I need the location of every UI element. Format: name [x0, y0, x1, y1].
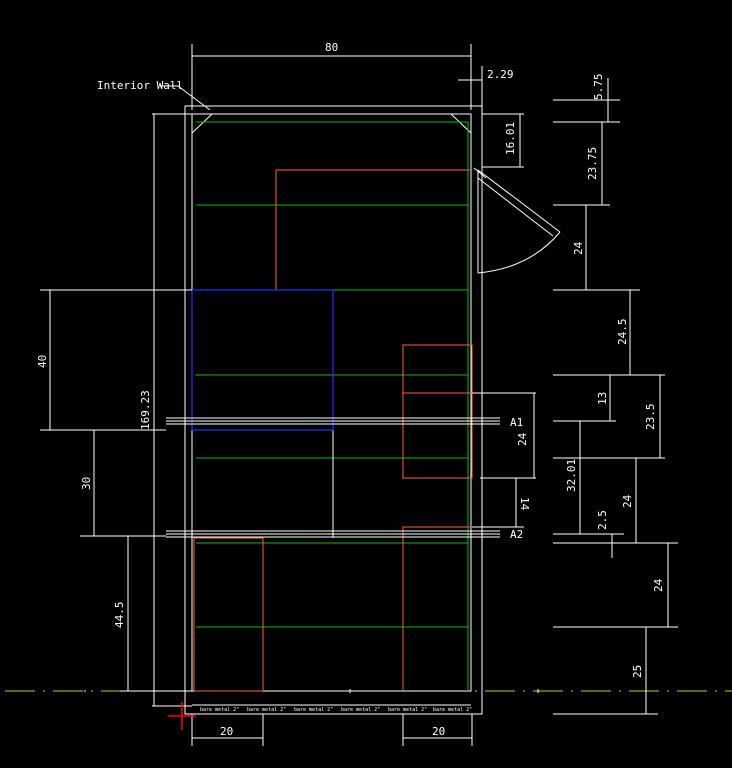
- dim-inner-14: [472, 478, 524, 528]
- bare-metal-label-6: bare metal 2": [433, 707, 472, 713]
- dim-far-24c-text: 24: [652, 578, 665, 592]
- dim-total-height: [152, 113, 192, 707]
- bare-metal-labels: bare metal 2" bare metal 2" bare metal 2…: [200, 707, 472, 713]
- dim-inner-14-text: 14: [518, 497, 531, 511]
- dim-far-25-text: 2.5: [596, 510, 609, 530]
- dim-top-offset-text: 2.29: [487, 68, 514, 81]
- bare-metal-label-5: bare metal 2": [388, 707, 427, 713]
- dim-far-right-ladder: [553, 78, 678, 715]
- dim-far-575-text: 5.75: [592, 74, 605, 101]
- dim-far-3201-text: 32.01: [565, 459, 578, 492]
- section-line-a2[interactable]: [166, 530, 500, 538]
- bare-metal-label-1: bare metal 2": [200, 707, 239, 713]
- cursor-crosshair: [168, 702, 196, 730]
- dim-bottom-right: [402, 714, 473, 746]
- dim-right-1601-text: 16.01: [504, 122, 517, 155]
- dim-left-445-text: 44.5: [113, 602, 126, 629]
- dim-left-30: [80, 430, 166, 537]
- red-fixtures: [193, 169, 473, 692]
- dim-top-width: [191, 44, 472, 110]
- dim-inner-24: [472, 392, 536, 479]
- dim-left-40-text: 40: [36, 355, 49, 368]
- interior-wall-label: Interior Wall: [97, 79, 183, 92]
- dim-total-height-text: 169.23: [139, 390, 152, 430]
- label-a2: A2: [510, 528, 523, 541]
- dim-far-235-text: 23.5: [644, 404, 657, 431]
- door-swing[interactable]: [473, 167, 561, 274]
- section-line-a1[interactable]: [166, 417, 500, 425]
- centerline-ticks: [84, 689, 539, 693]
- bare-metal-label-3: bare metal 2": [294, 707, 333, 713]
- bare-metal-label-4: bare metal 2": [341, 707, 380, 713]
- green-grid-lines: [196, 121, 469, 691]
- dim-far-25b-text: 25: [631, 665, 644, 678]
- interior-wall-leader: [160, 85, 211, 111]
- dim-far-2375-text: 23.75: [586, 147, 599, 180]
- outer-wall[interactable]: [184, 105, 483, 715]
- interior-wall-corner-left: [191, 113, 213, 134]
- dim-top-width-text: 80: [325, 41, 338, 54]
- inner-wall[interactable]: [191, 113, 472, 692]
- dim-left-30-text: 30: [80, 477, 93, 490]
- dim-bottom-left-text: 20: [220, 725, 233, 738]
- dim-far-24b-text: 24: [621, 494, 634, 508]
- label-a1: A1: [510, 416, 523, 429]
- dim-far-245-text: 24.5: [616, 319, 629, 346]
- dim-far-24a-text: 24: [572, 241, 585, 255]
- dim-bottom-right-text: 20: [432, 725, 445, 738]
- dim-right-1601: [482, 113, 524, 168]
- dim-top-offset: [458, 66, 483, 106]
- dim-left-40: [40, 289, 192, 431]
- dim-left-445: [120, 536, 192, 692]
- blue-selection-box[interactable]: [191, 289, 334, 431]
- dim-bottom-left: [191, 714, 264, 746]
- dim-far-13-text: 13: [596, 392, 609, 405]
- dim-inner-24-text: 24: [516, 432, 529, 446]
- bare-metal-label-2: bare metal 2": [247, 707, 286, 713]
